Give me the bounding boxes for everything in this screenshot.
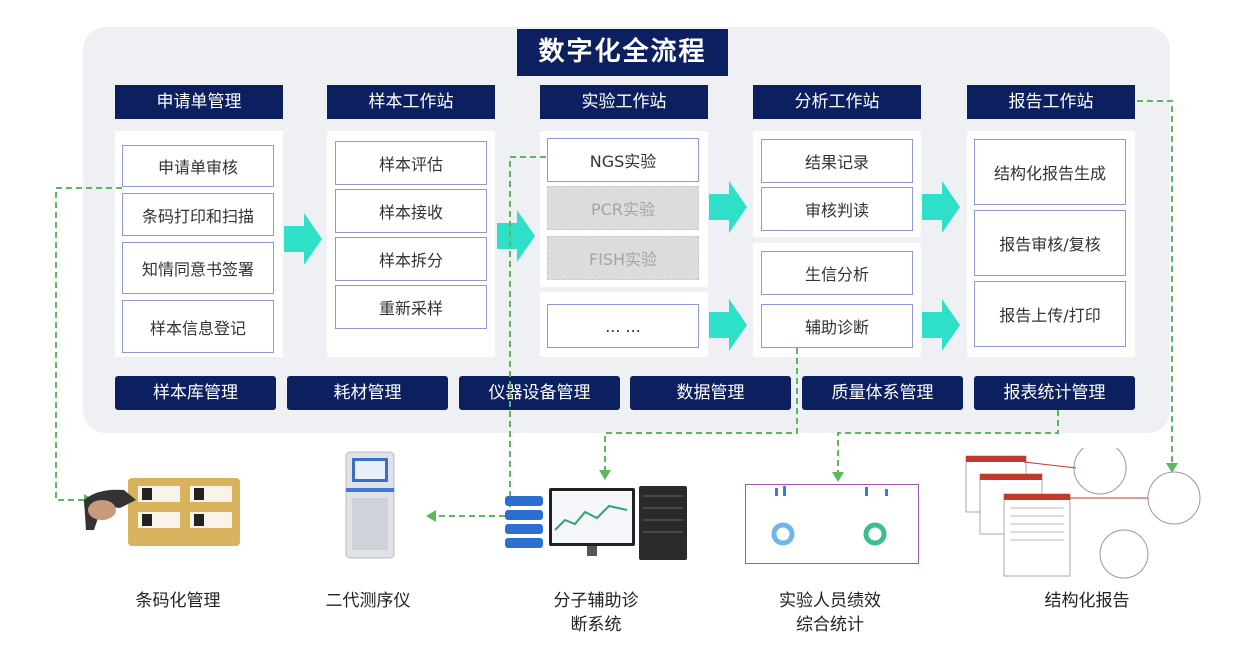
sequencer-image: [345, 451, 395, 559]
header-analysis-station: 分析工作站: [753, 85, 921, 119]
caption-structured-report: 结构化报告: [1044, 591, 1130, 611]
item-report-upload-print: 报告上传/打印: [974, 281, 1126, 347]
page-title: 数字化全流程: [517, 29, 728, 76]
caption-barcode-management: 条码化管理: [135, 591, 221, 611]
connector-barcode: [55, 187, 122, 501]
flow-arrow-3-icon: [709, 181, 747, 233]
item-consent-signing: 知情同意书签署: [122, 242, 274, 294]
statistics-dashboard-image: [745, 484, 919, 564]
footer-report-statistics: 报表统计管理: [974, 376, 1135, 410]
caption-sequencer: 二代测序仪: [325, 591, 411, 611]
diagnosis-system-image: [505, 486, 687, 560]
item-bioinformatics: 生信分析: [761, 251, 913, 295]
item-review-interpretation: 审核判读: [761, 187, 913, 231]
flow-arrow-6-icon: [922, 299, 960, 351]
footer-consumables: 耗材管理: [287, 376, 448, 410]
flow-arrow-4-icon: [709, 299, 747, 351]
flow-arrow-2-icon: [497, 210, 535, 262]
connector-statistics: [837, 410, 1059, 472]
header-report-station: 报告工作站: [967, 85, 1135, 119]
footer-data-management: 数据管理: [630, 376, 791, 410]
item-fish-experiment: FISH实验: [547, 236, 699, 280]
item-result-record: 结果记录: [761, 139, 913, 183]
item-sample-receipt: 样本接收: [335, 189, 487, 233]
header-lab-station: 实验工作站: [540, 85, 708, 119]
item-ngs-experiment: NGS实验: [547, 138, 699, 182]
item-barcode-print-scan: 条码打印和扫描: [122, 193, 274, 236]
barcode-scanner-image: [84, 478, 240, 546]
structured-report-image: [965, 448, 1201, 579]
footer-instruments: 仪器设备管理: [459, 376, 620, 410]
flow-arrow-5-icon: [922, 181, 960, 233]
item-pcr-experiment: PCR实验: [547, 186, 699, 230]
connector-sequencer: [436, 156, 546, 517]
item-application-review: 申请单审核: [122, 145, 274, 187]
connector-report: [1137, 100, 1173, 463]
connector-diagnosis: [604, 348, 798, 470]
footer-quality-system: 质量体系管理: [802, 376, 963, 410]
header-application: 申请单管理: [115, 85, 283, 119]
caption-diagnosis-system: 分子辅助诊 断系统: [553, 591, 639, 635]
item-sample-split: 样本拆分: [335, 237, 487, 281]
header-sample-station: 样本工作站: [327, 85, 495, 119]
item-assisted-diagnosis: 辅助诊断: [761, 304, 913, 348]
footer-sample-library: 样本库管理: [115, 376, 276, 410]
flow-arrow-1-icon: [284, 213, 322, 265]
item-structured-report-generation: 结构化报告生成: [974, 139, 1126, 205]
item-resampling: 重新采样: [335, 285, 487, 329]
item-report-review: 报告审核/复核: [974, 210, 1126, 276]
item-sample-info-registration: 样本信息登记: [122, 300, 274, 353]
item-more-experiments: ... ...: [547, 304, 699, 348]
caption-staff-statistics: 实验人员绩效 综合统计: [779, 591, 881, 635]
item-sample-assessment: 样本评估: [335, 141, 487, 185]
